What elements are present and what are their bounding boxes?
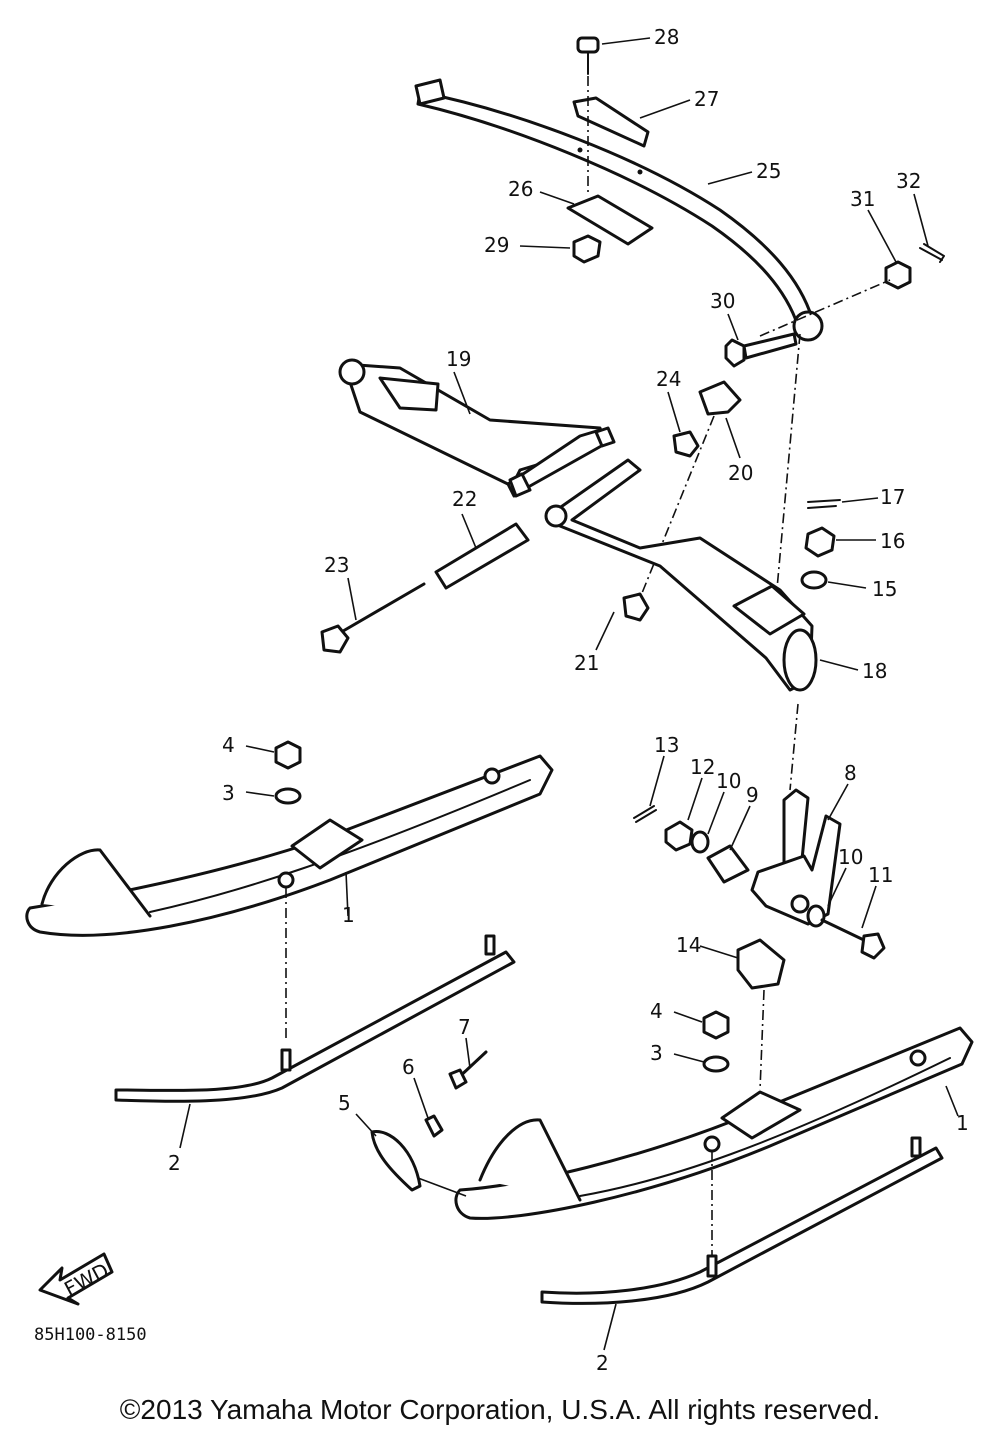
left-nut-4	[274, 740, 302, 770]
ski-nut-6	[424, 1114, 444, 1138]
lower-a-arm	[544, 458, 818, 692]
callout-14: 14	[676, 933, 701, 957]
callout-4-left: 4	[222, 733, 235, 757]
copyright-notice: ©2013 Yamaha Motor Corporation, U.S.A. A…	[119, 1394, 881, 1425]
callout-18: 18	[862, 659, 887, 683]
callout-11: 11	[868, 863, 893, 887]
callout-4-right: 4	[650, 999, 663, 1023]
callout-31: 31	[850, 187, 875, 211]
callout-25: 25	[756, 159, 781, 183]
callout-28: 28	[654, 25, 679, 49]
callout-1-right: 1	[956, 1111, 969, 1135]
fwd-arrow: FWD	[38, 1252, 114, 1306]
left-ski	[25, 754, 554, 937]
callout-32: 32	[896, 169, 921, 193]
arm-collar	[434, 522, 530, 590]
cotter-pin-17	[807, 499, 841, 509]
callout-6: 6	[402, 1055, 415, 1079]
nut-12	[664, 820, 694, 852]
cotter-pin-13	[633, 805, 657, 823]
callout-22: 22	[452, 487, 477, 511]
spindle-collar	[706, 844, 750, 884]
callout-13: 13	[654, 733, 679, 757]
callout-20: 20	[728, 461, 753, 485]
spring-nut-29	[572, 234, 602, 264]
ski-damper	[736, 938, 786, 990]
ski-spindle	[750, 703, 842, 926]
exploded-view-drawing: FWD 28 27 25 26 29 31 32 30 19 24 20 22 …	[25, 25, 974, 1375]
castle-nut-16	[804, 526, 836, 558]
callout-3-right: 3	[650, 1041, 663, 1065]
callout-29: 29	[484, 233, 509, 257]
washer-10-right	[806, 904, 826, 928]
cotter-pin-32	[919, 243, 945, 263]
spindle-bolt	[820, 918, 886, 960]
right-runner	[540, 1136, 944, 1305]
washer-10-left	[690, 830, 710, 854]
spring-top-plate	[572, 96, 650, 148]
callout-10-right: 10	[838, 845, 863, 869]
callout-15: 15	[872, 577, 897, 601]
washer-15	[800, 570, 828, 590]
arm-nut-21	[622, 592, 650, 622]
center-bolt	[576, 36, 600, 196]
spring-bolt-30	[724, 332, 798, 368]
diagram-code: 85H100-8150	[34, 1325, 147, 1345]
callout-23: 23	[324, 553, 349, 577]
bump-stopper	[698, 380, 742, 416]
pivot-bolt	[320, 582, 426, 654]
left-washer-3	[274, 787, 302, 805]
callout-19: 19	[446, 347, 471, 371]
callout-9: 9	[746, 783, 759, 807]
callout-5: 5	[338, 1091, 351, 1115]
callout-30: 30	[710, 289, 735, 313]
ski-skag	[370, 1130, 422, 1192]
left-runner	[114, 934, 516, 1103]
callout-27: 27	[694, 87, 719, 111]
callout-1-left: 1	[342, 903, 355, 927]
callout-2-right: 2	[596, 1351, 609, 1375]
right-ski	[454, 1026, 974, 1220]
bushing-24	[672, 430, 700, 458]
callout-8: 8	[844, 761, 857, 785]
spring-pad	[566, 194, 654, 246]
spring-nut-31	[884, 260, 912, 290]
callout-26: 26	[508, 177, 533, 201]
callout-24: 24	[656, 367, 681, 391]
callout-10-left: 10	[716, 769, 741, 793]
callout-16: 16	[880, 529, 905, 553]
callout-3-left: 3	[222, 781, 235, 805]
ski-bolt-7	[448, 1050, 488, 1090]
callout-12: 12	[690, 755, 715, 779]
callout-7: 7	[458, 1015, 471, 1039]
right-washer-3	[702, 1055, 730, 1073]
callout-2-left: 2	[168, 1151, 181, 1175]
upper-a-arm	[338, 358, 616, 498]
callout-17: 17	[880, 485, 905, 509]
right-nut-4	[702, 1010, 730, 1040]
callout-21: 21	[574, 651, 599, 675]
